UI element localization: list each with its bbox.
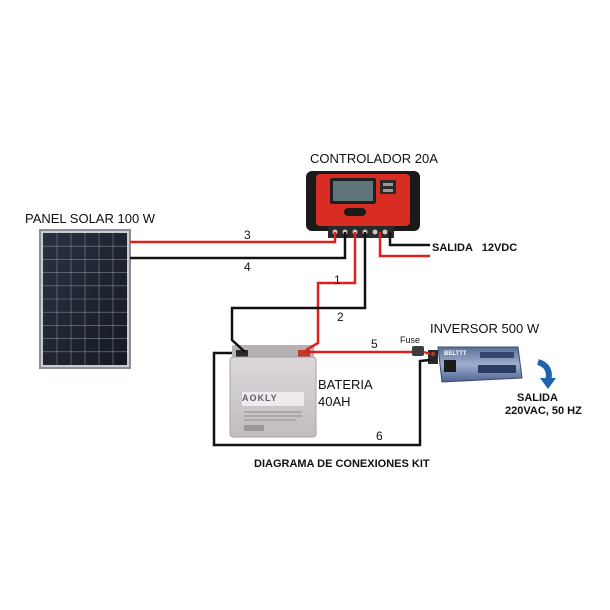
panel-label: PANEL SOLAR 100 W — [25, 211, 156, 226]
charge-controller — [306, 171, 420, 238]
fuse-label: Fuse — [400, 335, 421, 345]
wire-number-2: 2 — [337, 310, 344, 324]
wire-number-1: 1 — [334, 273, 341, 287]
output-label-line1: SALIDA — [517, 392, 558, 404]
battery-brand: AOKLY — [242, 393, 278, 403]
fuse — [412, 346, 424, 356]
wire-number-4: 4 — [244, 260, 251, 274]
diagram-caption: DIAGRAMA DE CONEXIONES KIT — [254, 458, 430, 470]
wire-2-negative — [230, 232, 367, 353]
battery-positive-terminal — [298, 350, 310, 358]
wire-1-positive — [305, 232, 357, 352]
inverter-brand: BELTTT — [444, 351, 467, 357]
panel-cell-grid — [43, 233, 127, 365]
inverter — [428, 346, 523, 383]
wire-6-negative — [212, 351, 431, 447]
wire-number-3: 3 — [244, 228, 251, 242]
wire-3-positive — [130, 232, 337, 244]
battery-label-line2: 40AH — [318, 394, 351, 409]
wire-fuse-to-inverter — [423, 350, 431, 356]
controller-label: CONTROLADOR 20A — [310, 151, 438, 166]
inverter-terminal-block — [428, 350, 438, 364]
output-arrow-icon — [536, 359, 556, 389]
battery-negative-terminal — [236, 350, 248, 358]
wire-number-5: 5 — [371, 337, 378, 351]
battery-label-line1: BATERIA — [318, 377, 373, 392]
controller-output-label: SALIDA 12VDC — [432, 242, 518, 254]
wire-output-positive — [378, 232, 430, 258]
wire-4-negative — [130, 232, 347, 260]
inverter-label: INVERSOR 500 W — [430, 321, 540, 336]
wire-number-6: 6 — [376, 429, 383, 443]
solar-panel — [39, 229, 131, 369]
battery — [229, 345, 317, 438]
output-label-line2: 220VAC, 50 HZ — [505, 405, 582, 417]
wire-output-negative — [388, 232, 430, 247]
wiring — [130, 232, 431, 447]
controller-button — [344, 208, 366, 216]
